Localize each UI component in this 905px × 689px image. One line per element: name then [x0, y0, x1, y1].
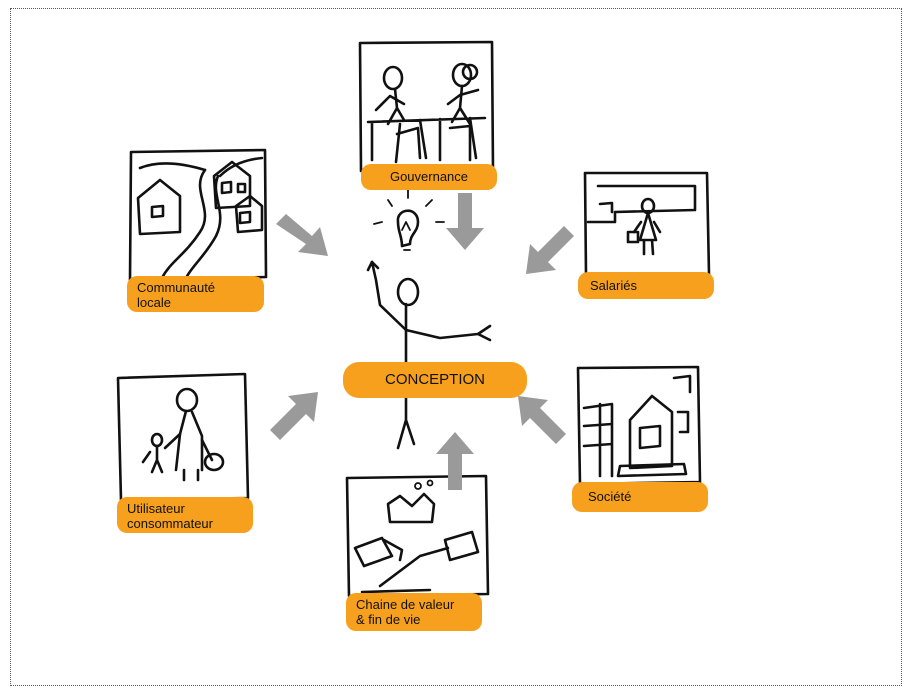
arrow-from-societe: [518, 396, 566, 444]
utilisateur-panel: [118, 374, 248, 500]
label-societe: Société: [572, 482, 708, 512]
chaine-panel: [347, 476, 488, 596]
label-communaute-line1: Communauté: [137, 280, 254, 295]
arrow-from-chaine: [436, 432, 474, 490]
arrow-from-salaries: [526, 226, 574, 274]
label-gouvernance-text: Gouvernance: [371, 169, 487, 184]
label-chaine: Chaine de valeur & fin de vie: [346, 593, 482, 631]
societe-panel: [578, 367, 700, 484]
salaries-panel: [585, 173, 709, 275]
label-utilisateur-line2: consommateur: [127, 516, 243, 531]
arrow-from-utilisateur: [270, 392, 318, 440]
arrow-from-communaute: [276, 214, 328, 256]
label-chaine-line1: Chaine de valeur: [356, 597, 472, 612]
communaute-panel: [130, 150, 266, 280]
label-utilisateur-line1: Utilisateur: [127, 501, 243, 516]
label-salaries-text: Salariés: [590, 278, 702, 293]
label-gouvernance: Gouvernance: [361, 164, 497, 190]
label-communaute-line2: locale: [137, 295, 254, 310]
label-societe-text: Société: [588, 489, 692, 504]
label-salaries: Salariés: [578, 272, 714, 299]
conception-label: CONCEPTION: [343, 362, 527, 398]
lightbulb-icon: [374, 190, 444, 250]
arrow-from-gouvernance: [446, 193, 484, 250]
stick-figure: [368, 262, 490, 448]
label-communaute: Communauté locale: [127, 276, 264, 312]
gouvernance-panel: [360, 42, 493, 171]
label-utilisateur: Utilisateur consommateur: [117, 497, 253, 533]
label-chaine-line2: & fin de vie: [356, 612, 472, 627]
